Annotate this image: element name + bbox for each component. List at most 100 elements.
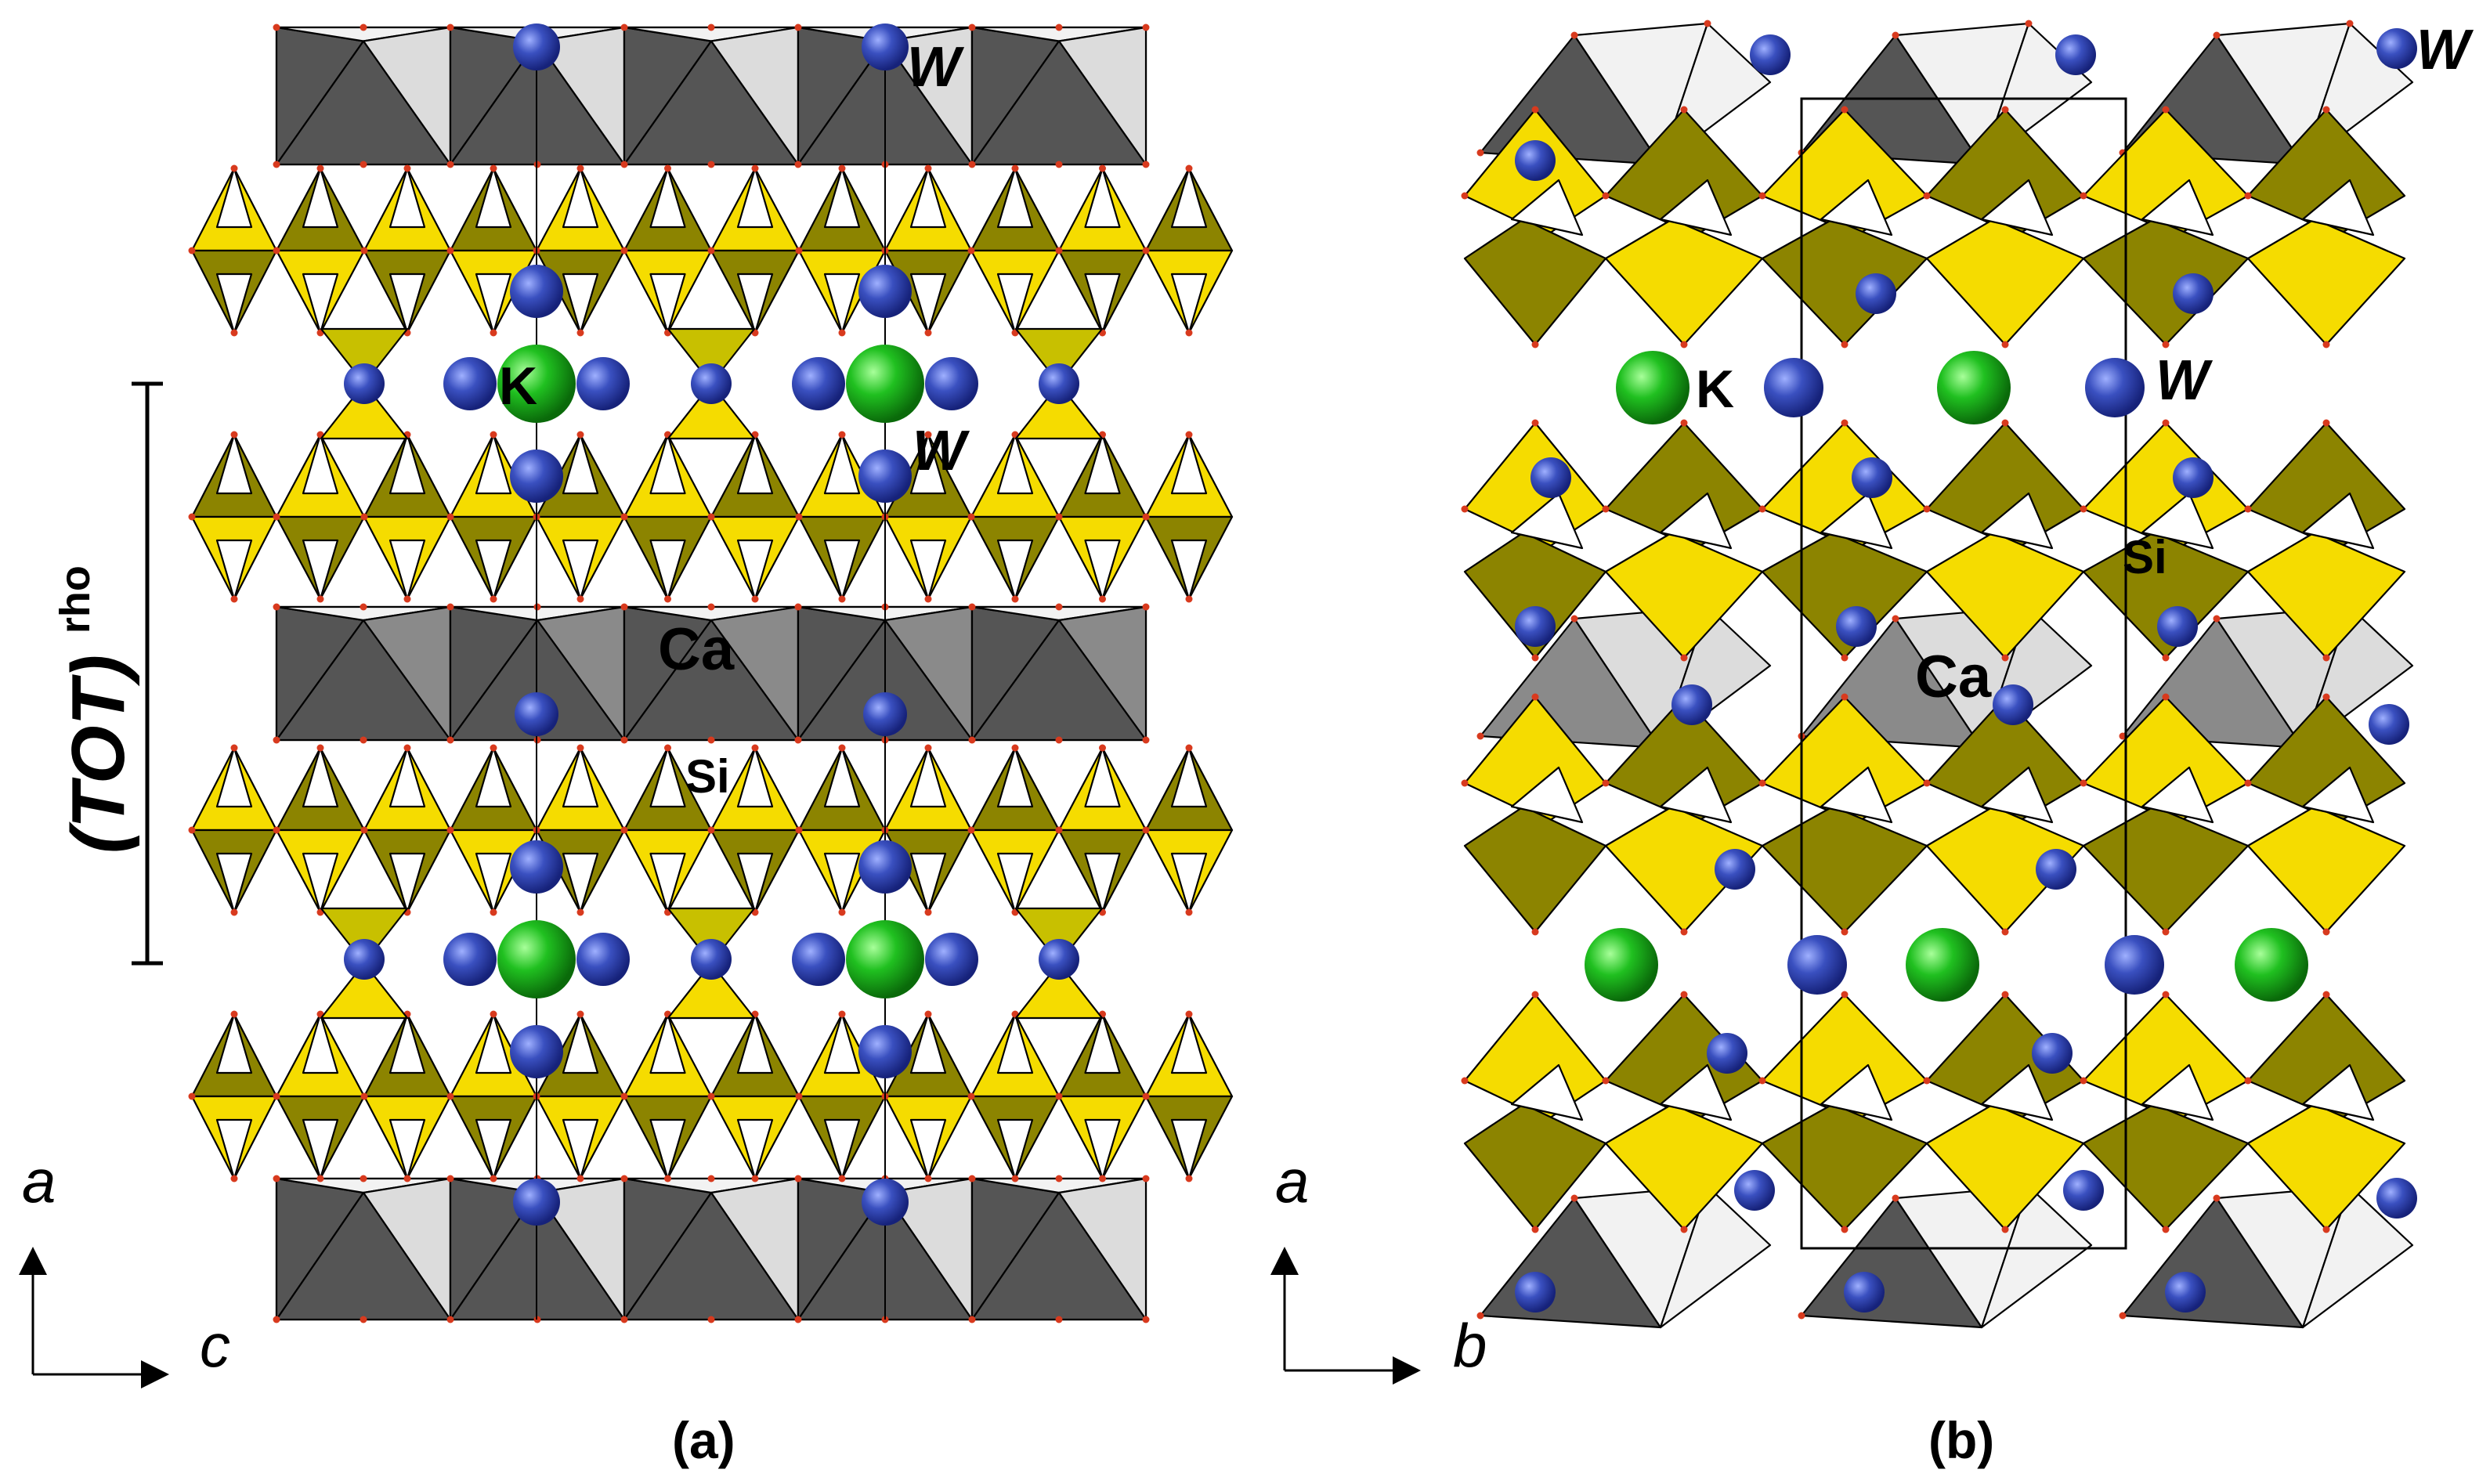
oxygen-atom bbox=[751, 595, 759, 603]
atoms bbox=[1515, 28, 2417, 1312]
oxygen-atom bbox=[967, 1092, 975, 1100]
tetrahedron-face bbox=[909, 1118, 947, 1180]
water-molecule bbox=[858, 840, 912, 894]
oxygen-atom bbox=[446, 161, 454, 168]
oxygen-atom bbox=[838, 595, 846, 603]
oxygen-atom bbox=[1602, 505, 1610, 513]
tetrahedron-face bbox=[1084, 852, 1121, 914]
tetrahedron-face bbox=[1510, 179, 1584, 237]
oxygen-atom bbox=[273, 23, 280, 31]
oxygen-atom bbox=[794, 603, 802, 611]
oxygen-atom bbox=[1758, 192, 1766, 200]
oxygen-atom bbox=[2162, 341, 2170, 348]
tetrahedron-face bbox=[996, 852, 1034, 914]
oxygen-atom bbox=[1476, 1312, 1484, 1320]
oxygen-atom bbox=[620, 1175, 628, 1183]
oxygen-atom bbox=[2322, 928, 2330, 936]
oxygen-atom bbox=[2322, 1226, 2330, 1233]
tetrahedron-face bbox=[649, 167, 686, 229]
oxygen-atom bbox=[360, 161, 367, 168]
oxygen-atom bbox=[1055, 1175, 1063, 1183]
water-molecule bbox=[1844, 1272, 1885, 1312]
oxygen-atom bbox=[2322, 419, 2330, 427]
oxygen-atom bbox=[1055, 736, 1063, 744]
label-k: K bbox=[499, 356, 537, 416]
oxygen-atom bbox=[1142, 603, 1150, 611]
tetrahedron-face bbox=[996, 433, 1034, 495]
label-w-top: W bbox=[2416, 19, 2474, 81]
oxygen-atom bbox=[1758, 1077, 1766, 1085]
tetrahedron-face bbox=[736, 852, 774, 914]
water-molecule bbox=[2157, 606, 2198, 647]
oxygen-atom bbox=[316, 744, 324, 752]
oxygen-atom bbox=[2162, 419, 2170, 427]
oxygen-atom bbox=[2080, 1077, 2087, 1085]
oxygen-atom bbox=[620, 247, 628, 255]
tetrahedron-face bbox=[823, 1118, 861, 1180]
oxygen-atom bbox=[2244, 779, 2252, 787]
oxygen-atom bbox=[620, 1092, 628, 1100]
oxygen-atom bbox=[446, 1092, 454, 1100]
tetrahedron-face bbox=[1084, 433, 1121, 495]
label-w-middle: W bbox=[2156, 349, 2214, 412]
oxygen-atom bbox=[1680, 991, 1688, 998]
oxygen-atom bbox=[316, 1175, 324, 1183]
oxygen-atom bbox=[490, 1175, 497, 1183]
oxygen-atom bbox=[360, 1092, 368, 1100]
oxygen-atom bbox=[1531, 654, 1539, 662]
oxygen-atom bbox=[2244, 1077, 2252, 1085]
silica-tetrahedron bbox=[667, 382, 756, 440]
oxygen-atom bbox=[316, 595, 324, 603]
tetrahedron-face bbox=[1170, 1013, 1208, 1074]
tetrahedron-face bbox=[1084, 746, 1121, 808]
tetrahedron-face bbox=[2301, 179, 2375, 237]
silica-tetrahedron bbox=[2082, 218, 2250, 346]
oxygen-atom bbox=[188, 247, 196, 255]
tot-label-main: (TOT) bbox=[56, 655, 140, 854]
oxygen-atom bbox=[968, 736, 976, 744]
axis-label-b-horizontal: b bbox=[1453, 1311, 1487, 1380]
oxygen-atom bbox=[1185, 431, 1193, 439]
oxygen-atom bbox=[1531, 991, 1539, 998]
tetrahedron-face bbox=[388, 433, 426, 495]
oxygen-atom bbox=[620, 161, 628, 168]
oxygen-atom bbox=[446, 736, 454, 744]
oxygen-atom bbox=[1923, 192, 1931, 200]
tetrahedron-face bbox=[388, 539, 426, 601]
oxygen-atom bbox=[446, 826, 454, 834]
oxygen-atom bbox=[794, 1316, 802, 1323]
panel-a: (TOT) rho K W W Ca Si a c (a) bbox=[18, 23, 1234, 1469]
oxygen-atom bbox=[273, 826, 280, 834]
oxygen-atom bbox=[2322, 991, 2330, 998]
oxygen-atom bbox=[1011, 1175, 1019, 1183]
label-si: Si bbox=[2123, 531, 2167, 583]
oxygen-atom bbox=[620, 513, 628, 521]
tetrahedron-face bbox=[388, 1013, 426, 1074]
oxygen-atom bbox=[2001, 419, 2009, 427]
tetrahedron-face bbox=[2301, 766, 2375, 824]
oxygen-atom bbox=[2322, 693, 2330, 701]
oxygen-atom bbox=[1570, 615, 1578, 623]
oxygen-atom bbox=[1142, 23, 1150, 31]
tetrahedron-face bbox=[649, 852, 686, 914]
tetrahedron-face bbox=[649, 539, 686, 601]
tot-bracket bbox=[132, 381, 163, 966]
oxygen-atom bbox=[1011, 744, 1019, 752]
oxygen-atom bbox=[576, 908, 584, 916]
tetrahedron-face bbox=[475, 1118, 512, 1180]
oxygen-atom bbox=[795, 513, 803, 521]
water-molecule bbox=[515, 692, 558, 736]
water-molecule bbox=[858, 1025, 912, 1078]
oxygen-atom bbox=[273, 736, 280, 744]
tetrahedron-face bbox=[996, 167, 1034, 229]
oxygen-atom bbox=[1099, 164, 1106, 172]
tetrahedron-face bbox=[649, 433, 686, 495]
oxygen-atom bbox=[1055, 1092, 1063, 1100]
water-molecule bbox=[2036, 849, 2076, 890]
oxygen-atom bbox=[664, 744, 671, 752]
water-molecule bbox=[344, 939, 385, 980]
tetrahedron-face bbox=[1084, 167, 1121, 229]
tetrahedron-face bbox=[909, 852, 947, 914]
oxygen-atom bbox=[2213, 615, 2221, 623]
tetrahedron-face bbox=[736, 167, 774, 229]
